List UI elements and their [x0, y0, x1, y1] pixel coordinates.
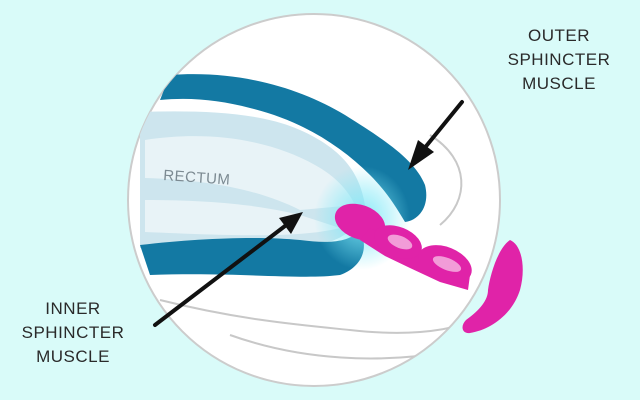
body-contour-line [429, 134, 463, 226]
toy-bead-2-highlight [432, 256, 462, 272]
rectum-label: RECTUM [163, 167, 231, 189]
outer-sphincter-arrow [408, 100, 464, 170]
outer-sphincter-label: OUTER SPHINCTER MUSCLE [494, 24, 624, 96]
outer-label-line-3: MUSCLE [522, 74, 596, 93]
outer-label-line-1: OUTER [528, 26, 590, 45]
inner-sphincter-arrow [153, 212, 303, 327]
toy-bead-1-highlight [387, 234, 413, 250]
inner-sphincter-label: INNER SPHINCTER MUSCLE [8, 297, 138, 369]
rectum-wall-light-upper [145, 136, 355, 210]
inner-label-line-1: INNER [45, 299, 101, 318]
inner-label-line-3: MUSCLE [36, 347, 110, 366]
toy-base [462, 240, 523, 334]
outer-label-line-2: SPHINCTER [507, 50, 611, 69]
toy [334, 203, 523, 334]
inner-label-line-2: SPHINCTER [21, 323, 125, 342]
